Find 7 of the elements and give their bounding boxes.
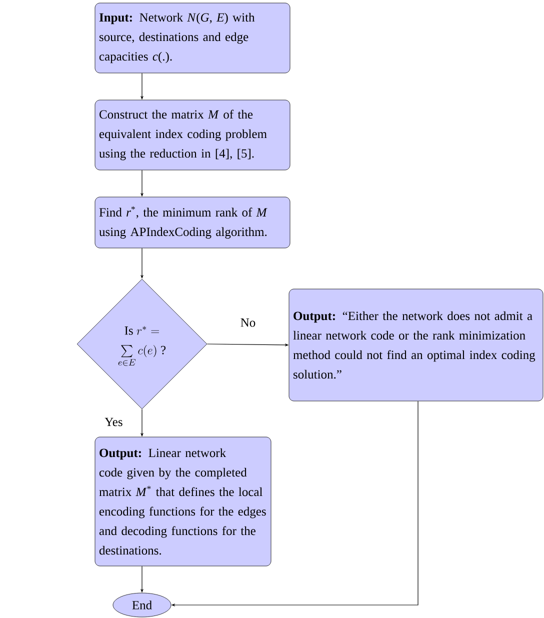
edge-label: Yes (104, 418, 122, 426)
process-box: Output: Linear network code given by the completed matrix M$^{*}$ that defines the local encoding functions for the edges and decoding functions for the destinations. (94, 436, 272, 566)
edge-label: No (240, 318, 256, 327)
process-box: Construct the matrix M of the equivalent index coding problem using the reduction in [4], [5]. (94, 100, 290, 170)
process-box: Find r$^{*}$, the minimum rank of M using APIndexCoding algorithm. (94, 196, 290, 248)
process-box: Output: “Either the network does not admit a linear network code or the rank minimization method could not find an optimal index coding solution.” (288, 288, 544, 402)
process-box: Input: Network N(G, E) with source, destinations and edge capacities c(.). (94, 2, 290, 74)
